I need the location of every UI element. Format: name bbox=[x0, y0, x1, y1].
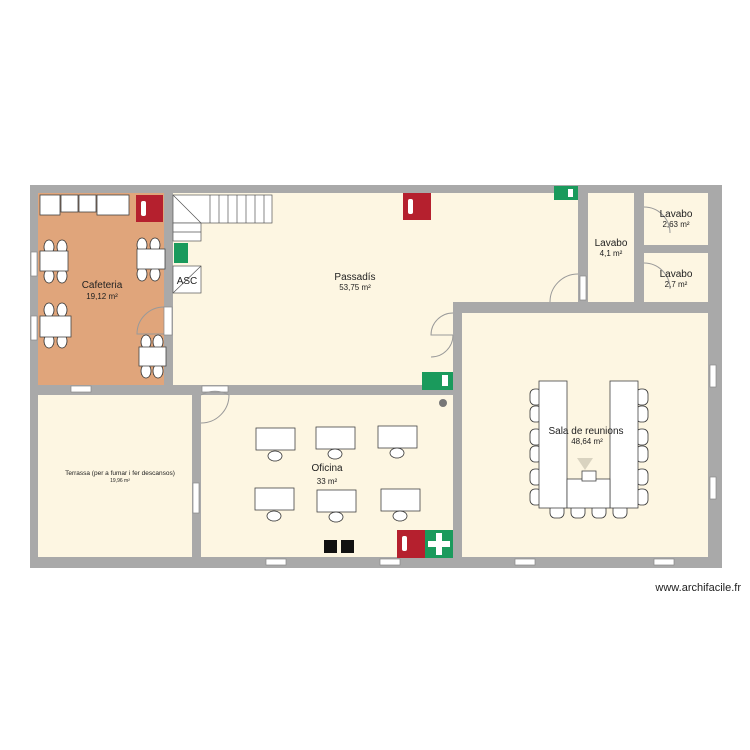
room-name: Lavabo bbox=[660, 269, 693, 280]
room-sala-reunions[interactable] bbox=[462, 313, 708, 557]
wall-h bbox=[453, 302, 718, 313]
room-name: Oficina bbox=[311, 463, 343, 474]
room-area: 2,63 m² bbox=[662, 220, 689, 229]
meeting-table bbox=[529, 380, 649, 519]
room-name: Sala de reunions bbox=[548, 426, 623, 437]
windows bbox=[30, 251, 717, 566]
stairs-icon bbox=[172, 194, 273, 242]
room-area: 33 m² bbox=[317, 477, 338, 486]
printer-icon bbox=[324, 540, 337, 553]
room-area: 19,12 m² bbox=[86, 292, 118, 301]
room-name: Cafeteria bbox=[82, 280, 123, 291]
cafeteria-tables bbox=[39, 237, 167, 379]
emergency-exit-icon bbox=[554, 186, 578, 200]
elevator-label: ASC bbox=[177, 276, 198, 287]
fire-extinguisher-icon bbox=[397, 530, 425, 558]
room-name: Lavabo bbox=[595, 238, 628, 249]
plant-icon bbox=[439, 399, 447, 407]
room-area: 53,75 m² bbox=[339, 283, 371, 292]
emergency-exit-icon bbox=[174, 243, 188, 263]
printer-icon bbox=[341, 540, 354, 553]
room-area: 4,1 m² bbox=[600, 249, 623, 258]
fire-extinguisher-icon bbox=[403, 193, 431, 220]
room-name: Terrassa (per a fumar i fer descansos) bbox=[65, 470, 175, 477]
elevator-icon: ASC bbox=[172, 265, 202, 294]
room-name: Passadís bbox=[334, 272, 375, 283]
room-lavabo-2[interactable] bbox=[644, 193, 708, 245]
room-lavabo-1[interactable] bbox=[588, 193, 634, 302]
room-name: Lavabo bbox=[660, 209, 693, 220]
room-area: 2,7 m² bbox=[665, 280, 688, 289]
fire-extinguisher-icon bbox=[136, 195, 163, 222]
doors[interactable] bbox=[136, 206, 671, 424]
watermark: www.archifacile.fr bbox=[654, 582, 741, 594]
emergency-exit-icon bbox=[422, 372, 453, 390]
office-desks bbox=[254, 399, 447, 553]
room-lavabo-3[interactable] bbox=[644, 253, 708, 302]
room-area: 48,64 m² bbox=[571, 437, 603, 446]
room-area: 19,96 m² bbox=[110, 478, 130, 484]
kitchen-counter bbox=[39, 194, 130, 216]
wall-v bbox=[453, 302, 462, 395]
first-aid-icon bbox=[425, 530, 453, 558]
room-terrassa[interactable] bbox=[38, 395, 192, 557]
